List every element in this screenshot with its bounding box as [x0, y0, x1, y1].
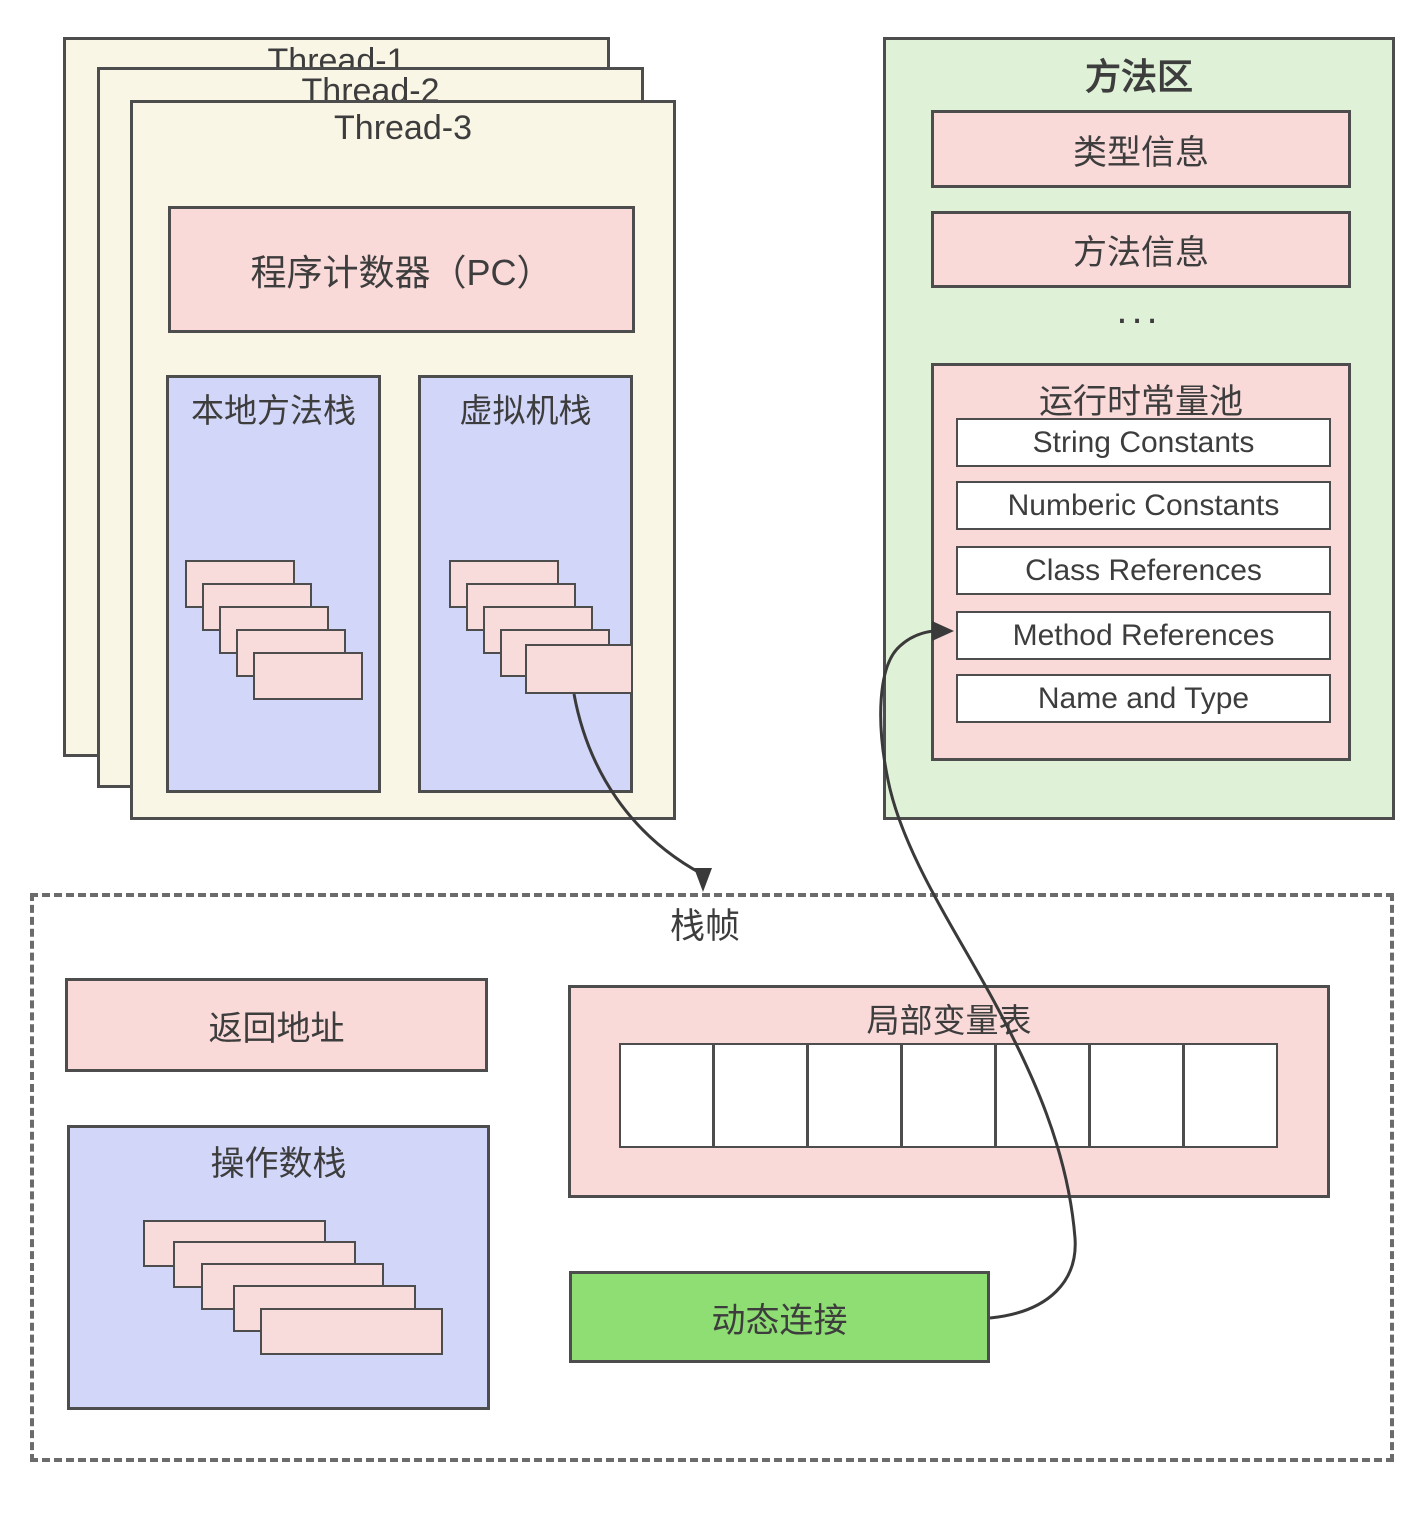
- operand-frame-shape: [260, 1308, 443, 1355]
- local-variable-cell: [619, 1043, 714, 1148]
- local-variable-cells: [619, 1043, 1278, 1148]
- thread-3-box: Thread-3 程序计数器（PC） 本地方法栈 虚拟机栈: [130, 100, 676, 820]
- pool-entry-numeric-constants: Numberic Constants: [956, 481, 1331, 530]
- thread-3-title: Thread-3: [334, 109, 472, 147]
- local-variable-cell: [807, 1043, 902, 1148]
- pool-entry-string-constants: String Constants: [956, 418, 1331, 467]
- dynamic-link-box: 动态连接: [569, 1271, 990, 1363]
- program-counter-box: 程序计数器（PC）: [168, 206, 635, 333]
- native-method-stack-title: 本地方法栈: [191, 392, 356, 429]
- ellipsis-label: ...: [1116, 288, 1162, 332]
- stack-frame-detail-box: [30, 893, 1394, 1462]
- current-stack-frame-red: [525, 644, 633, 694]
- pool-entry-method-references: Method References: [956, 611, 1331, 660]
- method-info-box: 方法信息: [931, 211, 1351, 288]
- type-info-box: 类型信息: [931, 110, 1351, 188]
- local-variable-cell: [1089, 1043, 1184, 1148]
- local-variable-cell: [713, 1043, 808, 1148]
- operand-stack-box: 操作数栈: [67, 1125, 490, 1410]
- vm-stack-title: 虚拟机栈: [459, 392, 592, 429]
- native-method-stack-box: 本地方法栈: [166, 375, 381, 793]
- runtime-constant-pool-box: 运行时常量池 String Constants Numberic Constan…: [931, 363, 1351, 761]
- operand-stack-title: 操作数栈: [210, 1145, 347, 1183]
- return-address-box: 返回地址: [65, 978, 488, 1072]
- method-area-title: 方法区: [1084, 56, 1193, 97]
- method-area-box: 方法区 类型信息 方法信息 ... 运行时常量池 String Constant…: [883, 37, 1395, 820]
- local-variable-table-title: 局部变量表: [866, 1002, 1032, 1039]
- local-variable-cell: [995, 1043, 1090, 1148]
- stack-frame-title: 栈帧: [669, 907, 740, 946]
- local-variable-cell: [1183, 1043, 1278, 1148]
- pool-entry-class-references: Class References: [956, 546, 1331, 595]
- vm-stack-box: 虚拟机栈: [418, 375, 633, 793]
- local-variable-cell: [901, 1043, 996, 1148]
- local-variable-table-box: 局部变量表: [568, 985, 1330, 1198]
- stack-frame-shape: [253, 652, 363, 700]
- runtime-constant-pool-title: 运行时常量池: [1039, 383, 1243, 421]
- pool-entry-name-and-type: Name and Type: [956, 674, 1331, 723]
